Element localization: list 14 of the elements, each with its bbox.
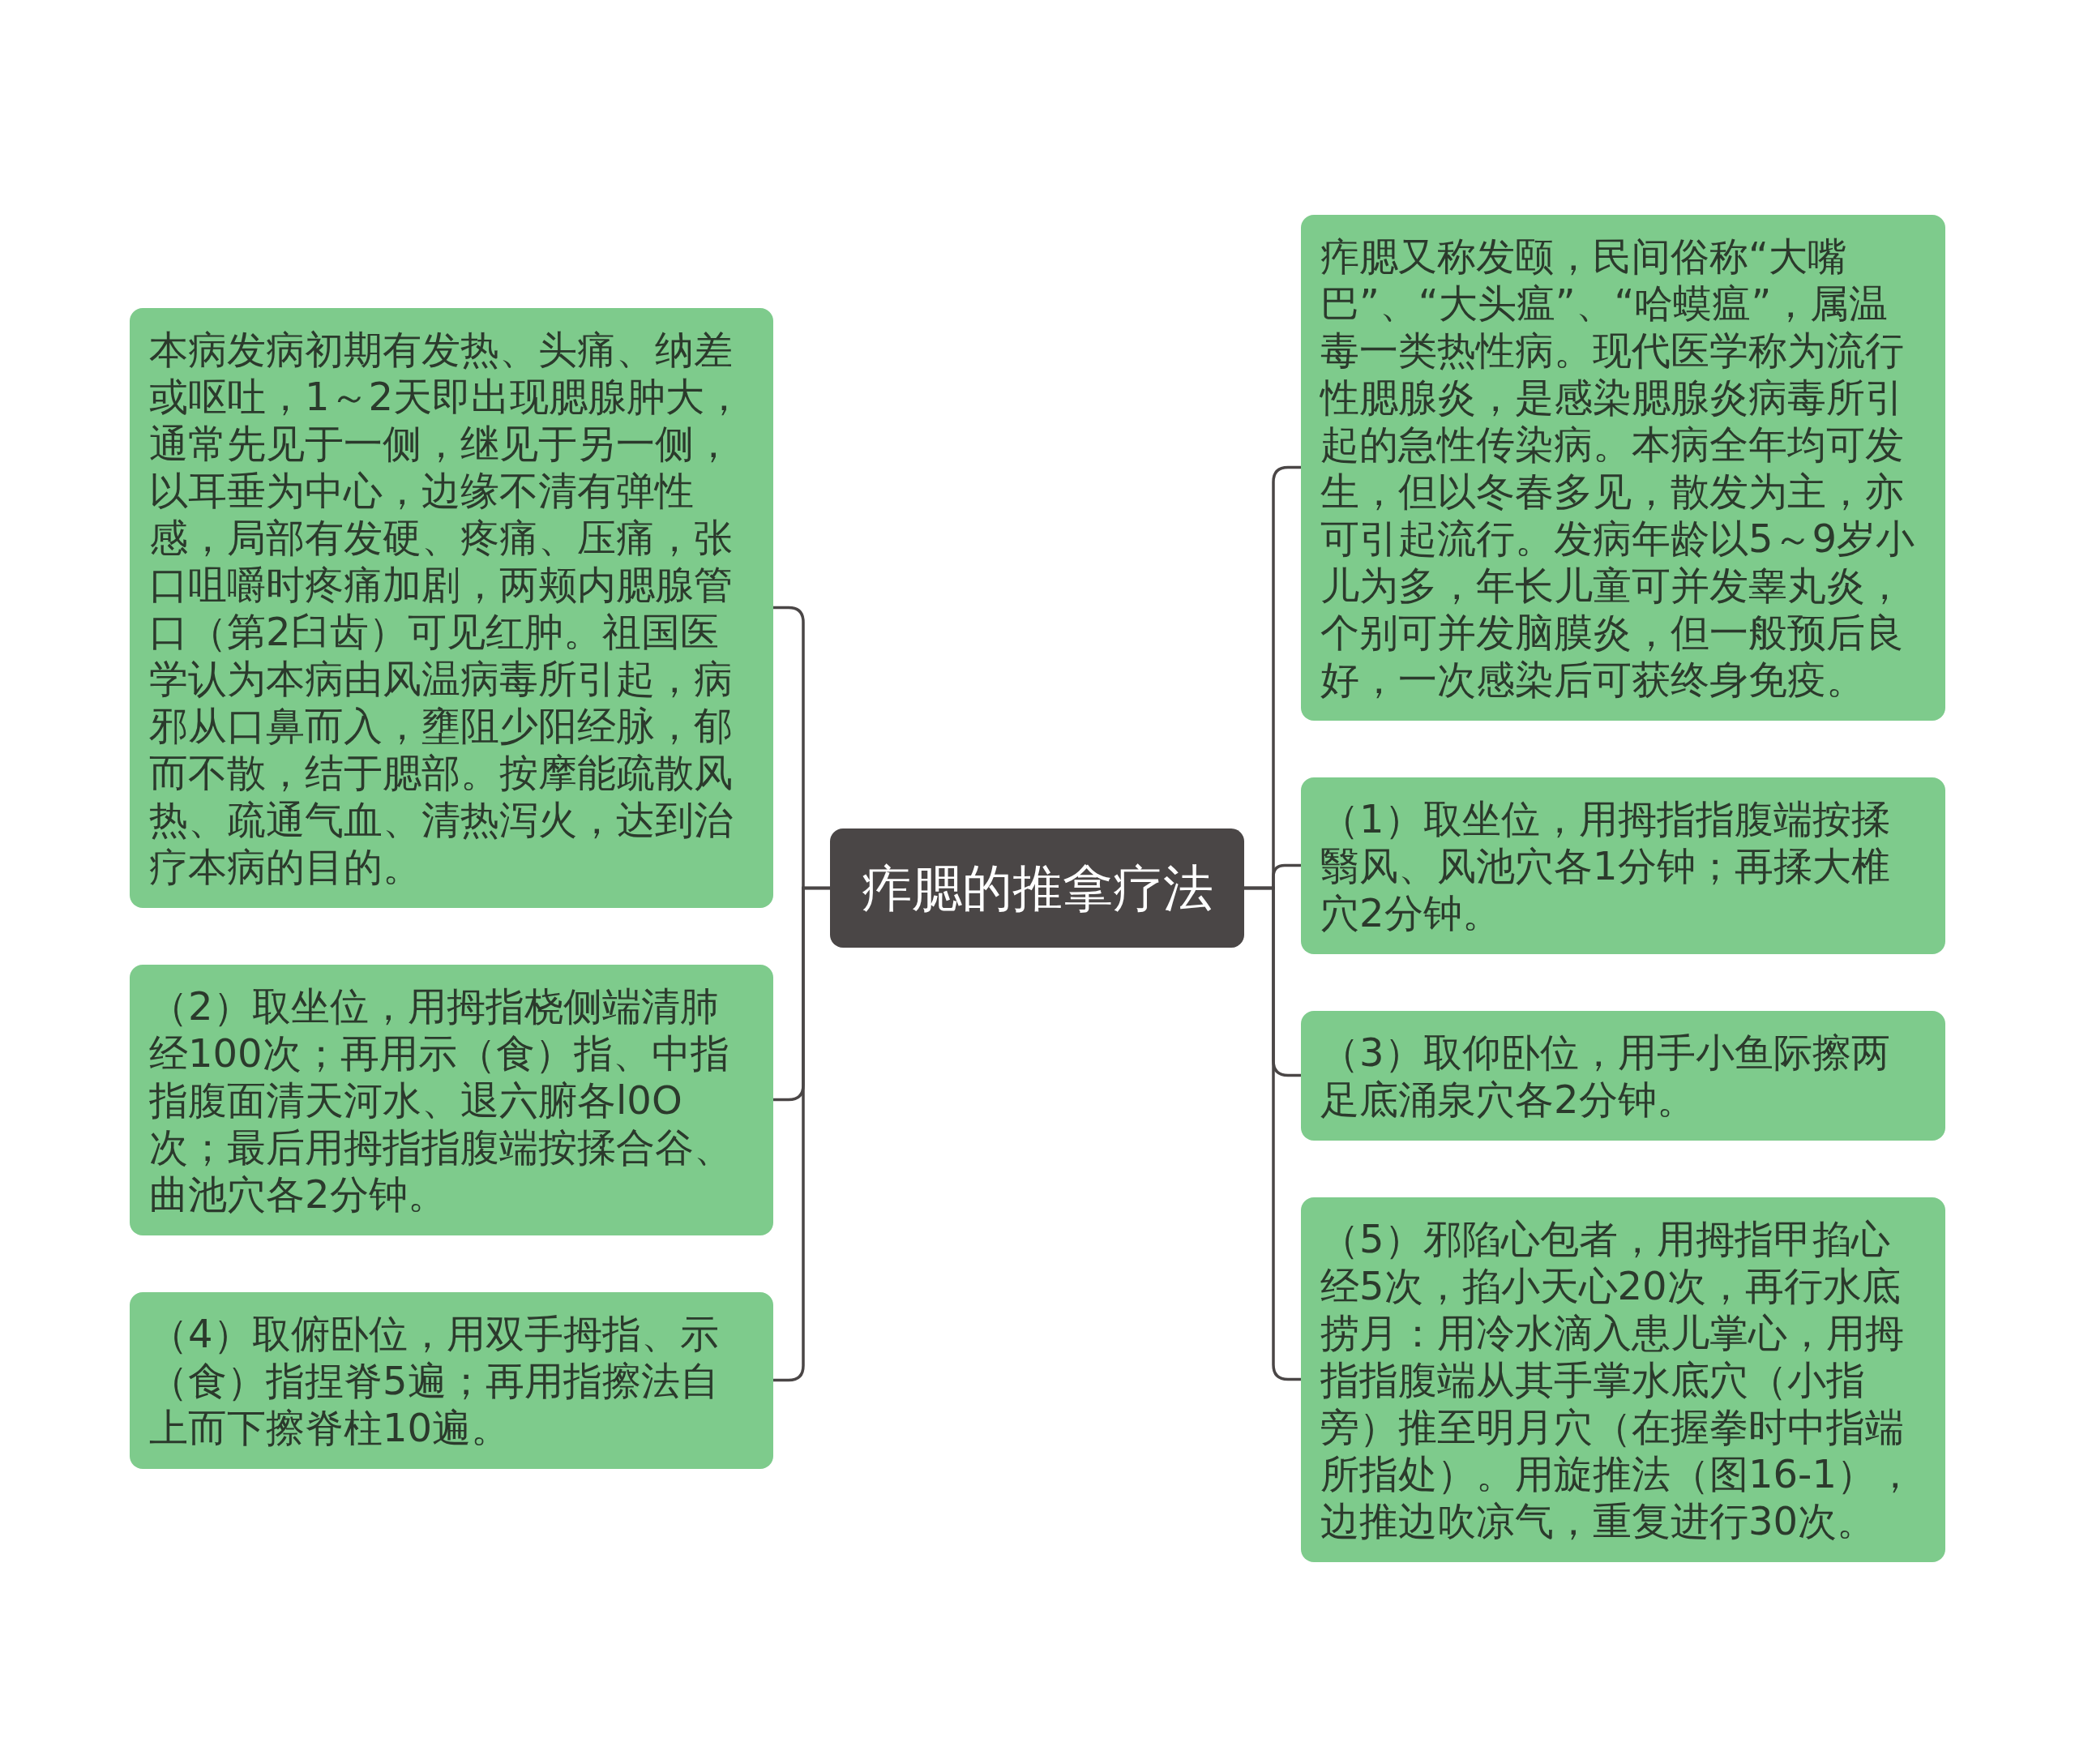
body-text: （5）邪陷心包者，用拇指甲掐心经5次，掐小天心20次，再行水底捞月：用冷水滴入患儿掌心，用拇指指腹端从其手掌水底穴（小指旁）推至明月穴（在握拳时中指端所指处）。用旋推法（图16-1），边推边吹凉气，重复进行30次。 [1320, 1214, 1915, 1544]
body-text: （3）取仰卧位，用手小鱼际擦两足底涌泉穴各2分钟。 [1320, 1028, 1891, 1123]
topic-box [1301, 777, 1945, 954]
topic-box [130, 1291, 773, 1469]
body-text: （4）取俯卧位，用双手拇指、示（食）指捏脊5遍；再用指擦法自上而下擦脊柱10遍。 [149, 1309, 720, 1451]
body-text: 本病发病初期有发热、头痛、纳差或呕吐，1～2天即出现腮腺肿大，通常先见于一侧，继见于另一侧，以耳垂为中心，边缘不清有弹性感，局部有发硬、疼痛、压痛，张口咀嚼时疼痛加剧，两颊内腮腺管口（第2臼齿）可见红肿。祖国医学认为本病由风温病毒所引起，病邪从口鼻而入，壅阻少阳经脉，郁而不散，结于腮部。按摩能疏散风热、疏通气血、清热泻火，达到治疗本病的目的。 [149, 325, 745, 890]
body-text: 痄腮又称发颐，民间俗称“大嘴巴”、“大头瘟”、“哈蟆瘟”，属温毒一类热性病。现代医学称为流行性腮腺炎，是感染腮腺炎病毒所引起的急性传染病。本病全年均可发生，但以冬春多见，散发为主，亦可引起流行。发病年龄以5～9岁小儿为多，年长儿童可并发睾丸炎，个别可并发脑膜炎，但一般预后良好，一次感染后可获终身免疫。 [1320, 232, 1916, 703]
body-text: （1）取坐位，用拇指指腹端按揉翳风、风池穴各1分钟；再揉大椎穴2分钟。 [1320, 794, 1891, 936]
topic-box [1301, 1197, 1945, 1562]
body-text: （2）取坐位，用拇指桡侧端清肺经100次；再用示（食）指、中指指腹面清天河水、退六腑各l0O次；最后用拇指指腹端按揉合谷、曲池穴各2分钟。 [149, 982, 734, 1218]
title-text: 痄腮的推拿疗法 [861, 857, 1213, 919]
topic-box [1301, 1010, 1945, 1141]
central-topic-box [830, 828, 1244, 948]
topic-box [130, 964, 773, 1235]
